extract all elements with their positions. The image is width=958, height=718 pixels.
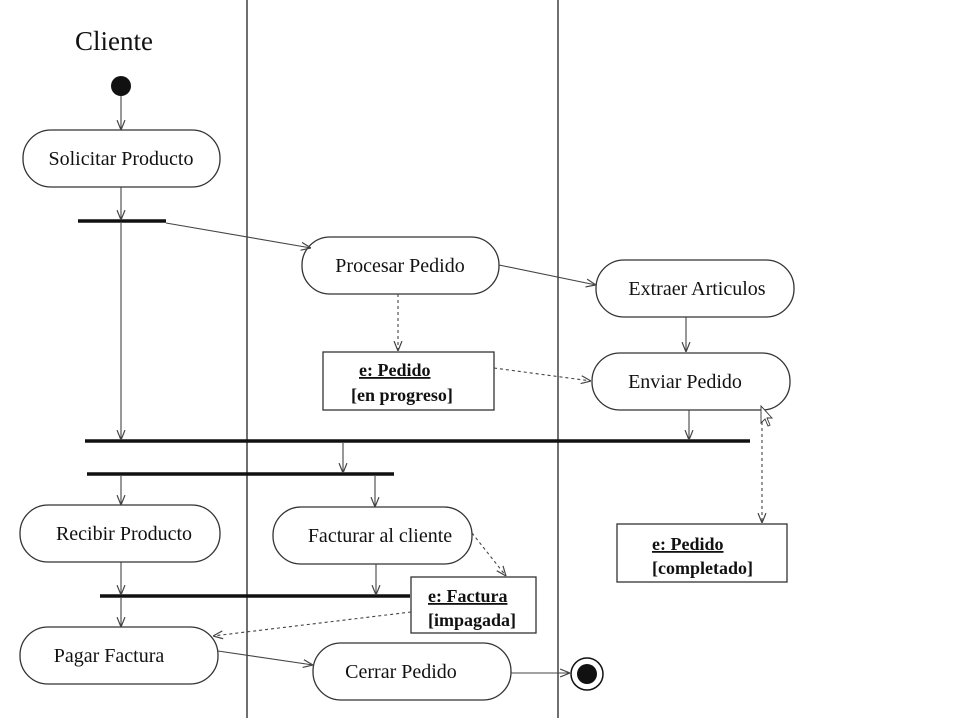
svg-text:Extraer Articulos: Extraer Articulos	[628, 278, 765, 300]
svg-text:e: Pedido: e: Pedido	[652, 534, 724, 554]
flow-fork-to-procesar	[165, 222, 311, 248]
final-node	[570, 657, 604, 691]
svg-text:Pagar Factura: Pagar Factura	[54, 645, 165, 667]
svg-text:Solicitar Producto: Solicitar Producto	[49, 148, 194, 170]
activity-cerrar-pedido: Cerrar Pedido	[312, 642, 512, 701]
object-pedido-en-progreso: e: Pedido [en progreso]	[322, 351, 495, 411]
initial-node	[111, 76, 131, 96]
svg-text:[completado]: [completado]	[652, 558, 753, 578]
activity-pagar-factura: Pagar Factura	[19, 626, 219, 685]
svg-text:Cerrar Pedido: Cerrar Pedido	[345, 661, 457, 683]
swimlane-title-cliente: Cliente	[75, 26, 153, 56]
activity-recibir-producto: Recibir Producto	[19, 504, 221, 563]
object-factura-impagada: e: Factura [impagada]	[410, 576, 537, 634]
svg-text:Facturar al cliente: Facturar al cliente	[308, 525, 452, 547]
object-pedido-completado: e: Pedido [completado]	[616, 523, 788, 583]
svg-text:[impagada]: [impagada]	[428, 610, 516, 630]
objflow-factura-to-pagar	[213, 611, 412, 636]
flow-procesar-to-extraer	[498, 264, 596, 285]
activity-enviar-pedido: Enviar Pedido	[591, 352, 791, 411]
mouse-cursor-icon	[760, 404, 774, 427]
svg-text:Procesar Pedido: Procesar Pedido	[335, 255, 464, 277]
svg-text:Enviar Pedido: Enviar Pedido	[628, 371, 742, 393]
activity-extraer-articulos: Extraer Articulos	[595, 259, 795, 318]
svg-text:e: Pedido: e: Pedido	[359, 360, 431, 380]
activity-procesar-pedido: Procesar Pedido	[301, 236, 500, 295]
objflow-pedido-to-enviar	[493, 367, 591, 381]
flow-pagar-to-cerrar	[217, 650, 313, 665]
svg-text:Recibir Producto: Recibir Producto	[56, 523, 192, 545]
activity-solicitar-producto: Solicitar Producto	[22, 129, 221, 188]
svg-text:e: Factura: e: Factura	[428, 586, 507, 606]
objflow-facturar-to-factura	[471, 532, 506, 576]
svg-text:[en progreso]: [en progreso]	[351, 385, 453, 405]
activity-facturar-cliente: Facturar al cliente	[272, 506, 473, 565]
